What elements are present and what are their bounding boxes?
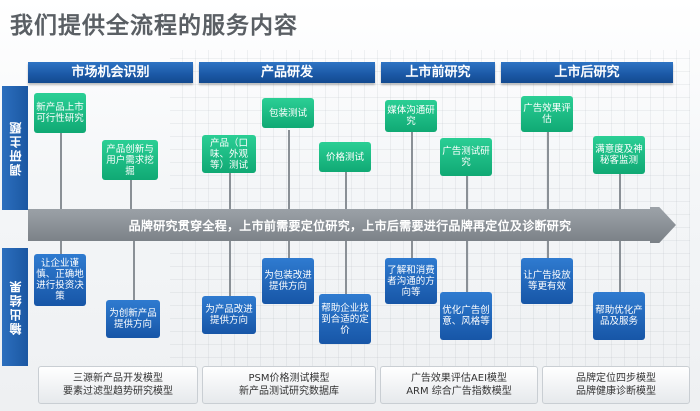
connector-line: [345, 240, 347, 295]
connector-line: [288, 130, 290, 210]
connector-line: [345, 170, 347, 210]
topic-box-ad-effect: 广告效果评估: [521, 96, 573, 132]
central-arrow: [28, 207, 676, 243]
topic-box-package-test: 包装测试: [262, 98, 314, 128]
side-label-outputs: 输出结果: [2, 248, 28, 366]
output-box-investment: 让企业谨慎、正确地进行投资决策: [34, 254, 86, 306]
connector-line: [619, 240, 621, 292]
topic-box-innovation: 产品创新与用户需求挖掘: [102, 140, 158, 180]
topic-box-media: 媒体沟通研究: [385, 100, 437, 132]
connector-line: [130, 178, 132, 210]
connector-line: [411, 130, 413, 210]
model-name: ARM 综合广告指数模型: [406, 386, 512, 397]
model-name: PSM价格测试模型: [248, 373, 330, 384]
output-box-innovation-direction: 为创新产品提供方向: [106, 300, 160, 338]
topic-box-satisfaction: 满意度及神秘客监测: [593, 136, 645, 174]
connector-line: [547, 130, 549, 210]
model-box-rnd: PSM价格测试模型 新产品测试研究数据库: [202, 366, 376, 404]
connector-line: [466, 240, 468, 292]
output-box-product-direction: 为产品改进提供方向: [202, 296, 256, 334]
connector-line: [619, 172, 621, 210]
output-box-communication: 了解和消费者沟通的方向等: [385, 258, 437, 304]
model-name: 新产品测试研究数据库: [239, 386, 339, 397]
model-name: 品牌健康诊断模型: [576, 386, 656, 397]
output-box-pricing: 帮助企业找到合适的定价: [319, 294, 371, 344]
connector-line: [229, 240, 231, 298]
topic-box-ad-test: 广告测试研究: [440, 138, 492, 176]
model-box-prelaunch: 广告效果评估AEI模型 ARM 综合广告指数模型: [380, 366, 538, 404]
topic-box-product-test: 产品（口味、外观等）测试: [202, 135, 256, 173]
connector-line: [288, 240, 290, 260]
phase-header-rnd: 产品研发: [199, 62, 375, 83]
connector-line: [547, 240, 549, 258]
topic-box-feasibility: 新产品上市可行性研究: [34, 93, 86, 133]
output-box-package-direction: 为包装改进提供方向: [262, 258, 314, 304]
phase-header-prelaunch: 上市前研究: [381, 62, 495, 83]
connector-line: [229, 170, 231, 210]
output-box-service: 帮助优化产品及服务: [593, 292, 645, 340]
output-box-ad-creative: 优化广告创意、风格等: [440, 292, 492, 340]
connector-line: [411, 240, 413, 260]
connector-line: [60, 240, 62, 255]
page-title: 我们提供全流程的服务内容: [10, 13, 298, 39]
connector-line: [133, 240, 135, 302]
topic-box-price-test: 价格测试: [319, 142, 371, 172]
connector-line: [466, 175, 468, 210]
model-name: 三源新产品开发模型: [73, 373, 163, 384]
model-box-market: 三源新产品开发模型 要素过滤型趋势研究模型: [38, 366, 198, 404]
model-name: 品牌定位四步模型: [576, 373, 656, 384]
phase-header-postlaunch: 上市后研究: [501, 62, 673, 83]
model-name: 要素过滤型趋势研究模型: [63, 386, 173, 397]
connector-line: [60, 130, 62, 210]
model-box-postlaunch: 品牌定位四步模型 品牌健康诊断模型: [542, 366, 690, 404]
central-message: 品牌研究贯穿全程，上市前需要定位研究，上市后需要进行品牌再定位及诊断研究: [128, 219, 572, 233]
phase-header-market: 市场机会识别: [28, 62, 193, 83]
output-box-ad-efficiency: 让广告投放等更有效: [521, 258, 573, 304]
model-name: 广告效果评估AEI模型: [410, 373, 508, 384]
side-label-topics: 调研主题: [2, 86, 28, 210]
